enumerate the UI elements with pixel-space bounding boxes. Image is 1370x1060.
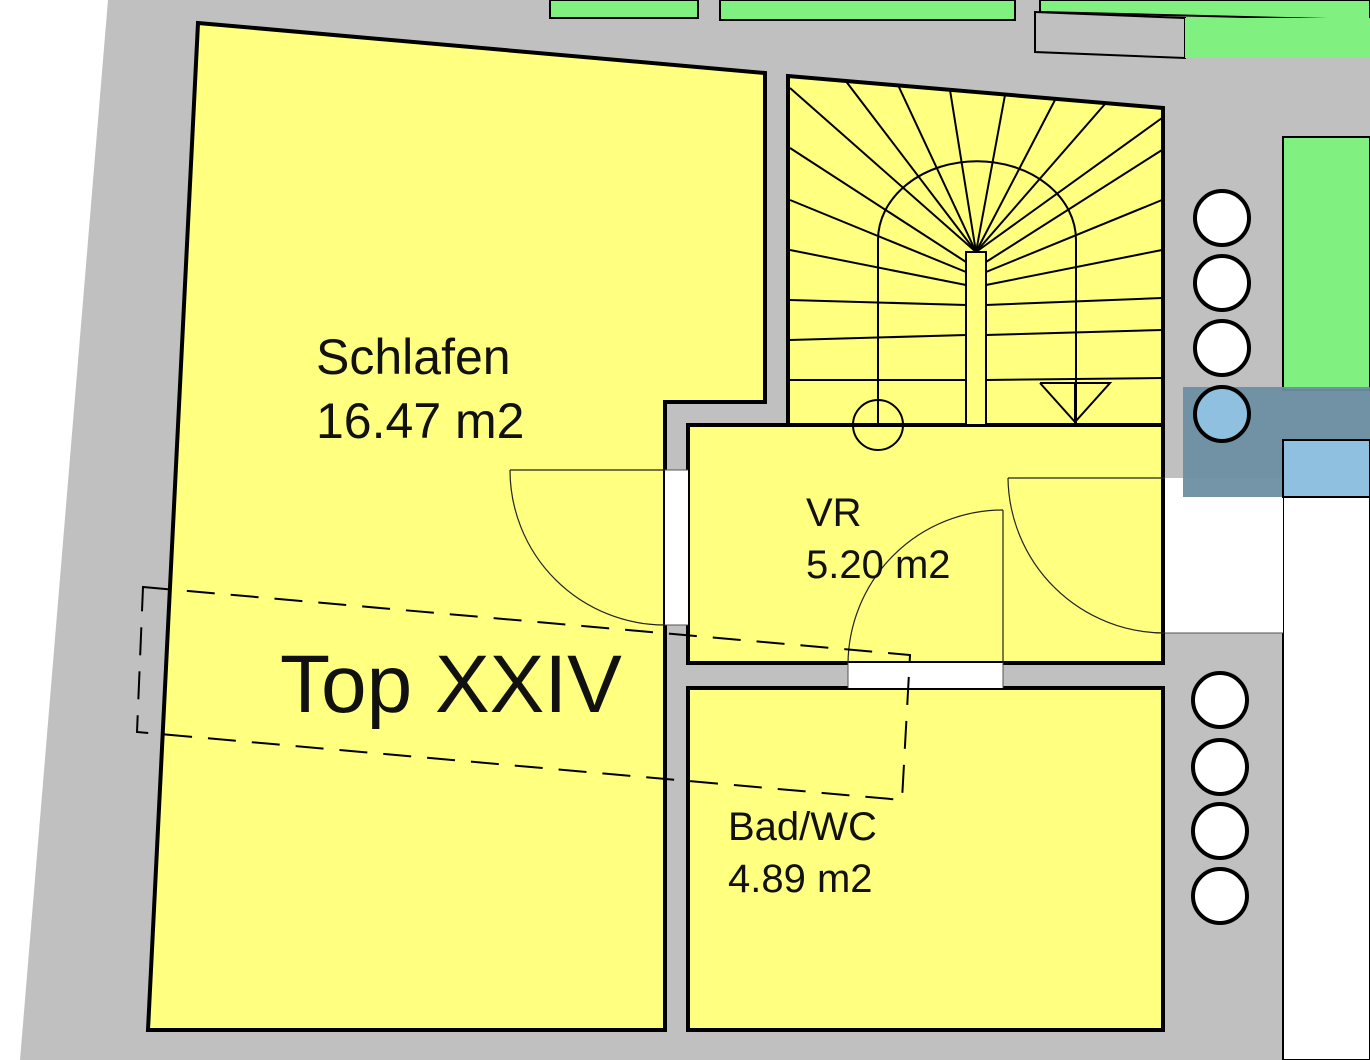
staircase xyxy=(789,79,1163,451)
unit-label: Top XXIV xyxy=(280,639,622,730)
door-swing-schlafen xyxy=(509,469,666,626)
room-vr xyxy=(686,423,1165,665)
door-opening-schlafen xyxy=(665,470,688,625)
gray-strip xyxy=(1034,10,1186,60)
unit-dashed-outline xyxy=(135,585,912,802)
door-swing-bad xyxy=(847,509,1004,664)
room-name-vr: VR xyxy=(806,491,862,535)
room-area-vr: 5.20 m2 xyxy=(806,543,951,587)
exterior-area xyxy=(1282,439,1370,1060)
exterior-gap xyxy=(1165,478,1283,633)
room-schlafen xyxy=(145,20,767,1032)
garden-area-2 xyxy=(719,0,1016,21)
door-opening-bad xyxy=(848,663,1003,688)
room-name-bad: Bad/WC xyxy=(728,805,877,849)
vent-circles-upper xyxy=(1193,189,1251,443)
garden-area-1 xyxy=(549,0,699,19)
room-bad xyxy=(686,686,1165,1032)
garden-area-right xyxy=(1282,136,1370,391)
garden-area-3 xyxy=(1039,0,1370,22)
room-area-bad: 4.89 m2 xyxy=(728,857,873,901)
room-area-schlafen: 16.47 m2 xyxy=(316,393,524,449)
window-pane xyxy=(1282,439,1370,498)
room-name-schlafen: Schlafen xyxy=(316,329,511,385)
door-swing-entrance xyxy=(1007,477,1166,634)
vent-circles-lower xyxy=(1191,671,1249,925)
garden-area-4 xyxy=(1185,18,1370,58)
